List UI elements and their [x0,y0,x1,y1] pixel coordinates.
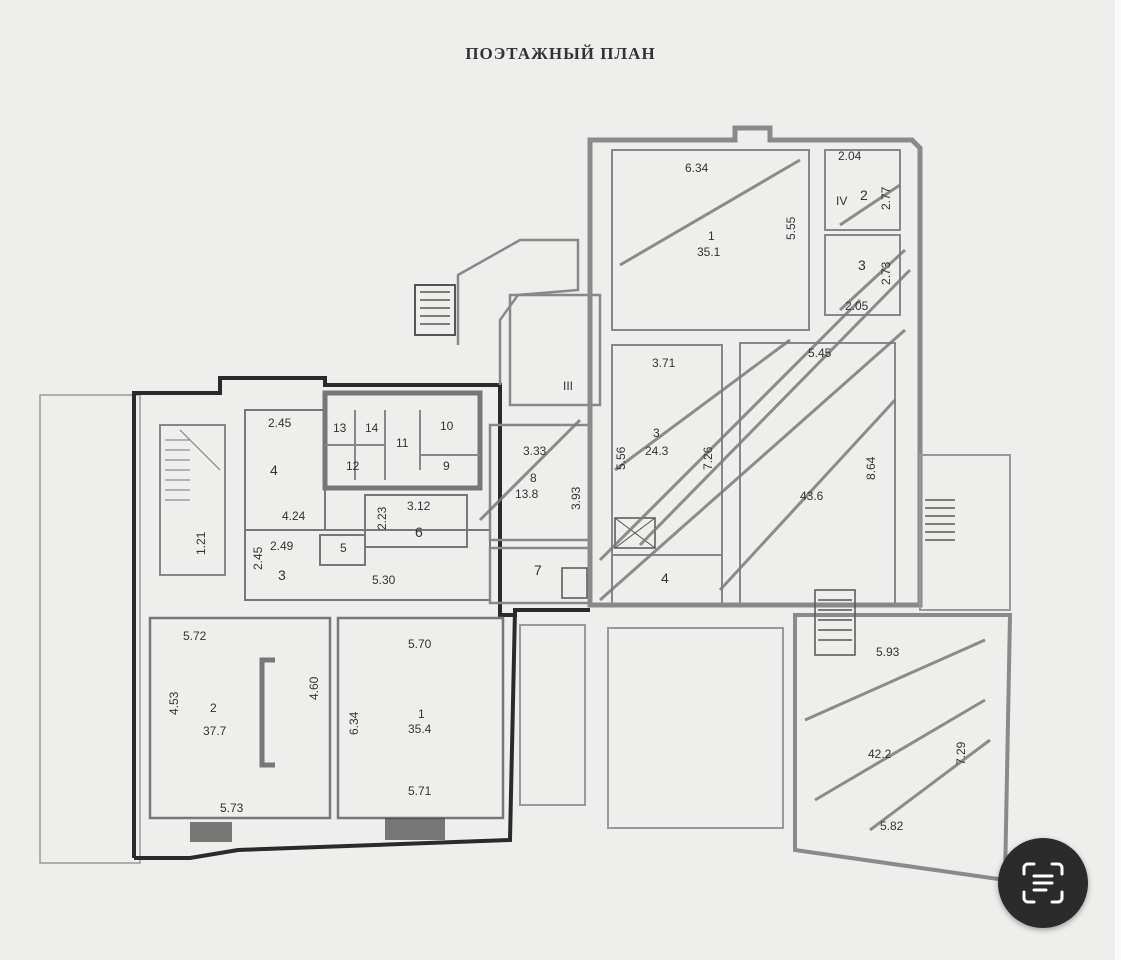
room-4-number: 4 [270,462,278,478]
central-stair-outline [456,238,580,385]
room-7-stair-box [561,567,588,599]
left-stair-treads [165,429,221,501]
room-11: 11 [396,436,409,450]
room-12: 12 [346,459,360,473]
room-6-number: 6 [415,524,423,540]
lower-mid-room-b [607,627,784,829]
room-2-lower-area: 37.7 [203,724,227,738]
room-9: 9 [443,459,450,473]
scan-button[interactable] [998,838,1088,928]
left-stair-room [159,424,226,576]
room-1-lower-number: 1 [418,707,425,721]
dim-2-23: 2.23 [375,506,389,530]
room-1-lower-area: 35.4 [408,722,432,736]
dim-2-45-top: 2.45 [268,416,292,430]
lower-mid-room-a [519,624,586,806]
room-2-lower-number: 2 [210,701,217,715]
dim-5-70: 5.70 [408,637,432,651]
window-left-1 [190,822,232,842]
room-III [508,293,602,407]
dim-6-34-lower: 6.34 [347,711,361,735]
room-1-upper-area: 35.1 [697,245,721,259]
right-edge-strip [1115,0,1121,960]
dim-5-56: 5.56 [614,446,628,470]
room-2-lower-left [148,616,332,820]
room-10: 10 [440,419,454,433]
room-3-upper [824,234,901,316]
room-8-number: 8 [530,471,537,485]
dim-4-53: 4.53 [167,691,181,715]
room-2-upper-number: 2 [860,187,868,203]
dim-2-45-side: 2.45 [251,546,265,570]
room-4-right [611,554,723,606]
lower-stair [814,589,856,656]
stair-upper-left [414,284,456,336]
dim-4-60: 4.60 [307,676,321,700]
dim-3-71: 3.71 [652,356,676,370]
dim-2-49: 2.49 [270,539,294,553]
dim-2-04: 2.04 [838,149,862,163]
dim-5-73: 5.73 [220,801,244,815]
plan-title: ПОЭТАЖНЫЙ ПЛАН [465,44,656,63]
dim-3-33: 3.33 [523,444,547,458]
room-3-upper-number: 3 [858,257,866,273]
room-IV-label: IV [836,194,847,208]
room-1-upper-number: 1 [708,229,715,243]
room-5-number: 5 [340,541,347,555]
room-42-area: 42.2 [868,747,892,761]
dim-7-29: 7.29 [954,741,968,765]
room-3-number: 3 [278,567,286,583]
left-annex-outline [39,394,141,864]
room-8 [488,423,592,542]
stair-left-label: 1.21 [194,531,208,555]
dim-5-72: 5.72 [183,629,207,643]
left-block-outer-wall [132,376,590,860]
dim-5-71: 5.71 [408,784,432,798]
dim-8-64: 8.64 [864,456,878,480]
room-14: 14 [365,421,379,435]
room-2-partition [259,657,275,768]
dim-2-77: 2.77 [879,186,893,210]
dim-6-34-upper: 6.34 [685,161,709,175]
room-big-area: 43.6 [800,489,824,503]
dim-3-93: 3.93 [569,486,583,510]
window-left-2 [385,818,445,840]
room-2-upper [824,149,901,231]
rooms-9-14-block [322,390,483,491]
room-3-middle-area: 24.3 [645,444,669,458]
room-III-label: III [563,379,573,393]
room-4-right-number: 4 [661,570,669,586]
dim-5-30: 5.30 [372,573,396,587]
dim-2-73: 2.73 [879,261,893,285]
room-1-upper [611,149,810,331]
dim-3-12: 3.12 [407,499,431,513]
room-7-number: 7 [534,562,542,578]
dim-5-55: 5.55 [784,216,798,240]
hatching [478,158,991,832]
room-5 [319,534,366,566]
room-6 [364,494,468,548]
right-stair-annex [919,454,1011,611]
elevator-box [614,517,656,549]
room-8-area: 13.8 [515,487,539,501]
dim-4-24: 4.24 [282,509,306,523]
room-3-middle-number: 3 [653,426,660,440]
dim-5-45: 5.45 [808,346,832,360]
dim-7-26: 7.26 [701,446,715,470]
dim-5-82: 5.82 [880,819,904,833]
document-scan-icon [1022,862,1064,904]
dim-2-05: 2.05 [845,299,869,313]
dim-5-93: 5.93 [876,645,900,659]
room-13: 13 [333,421,347,435]
